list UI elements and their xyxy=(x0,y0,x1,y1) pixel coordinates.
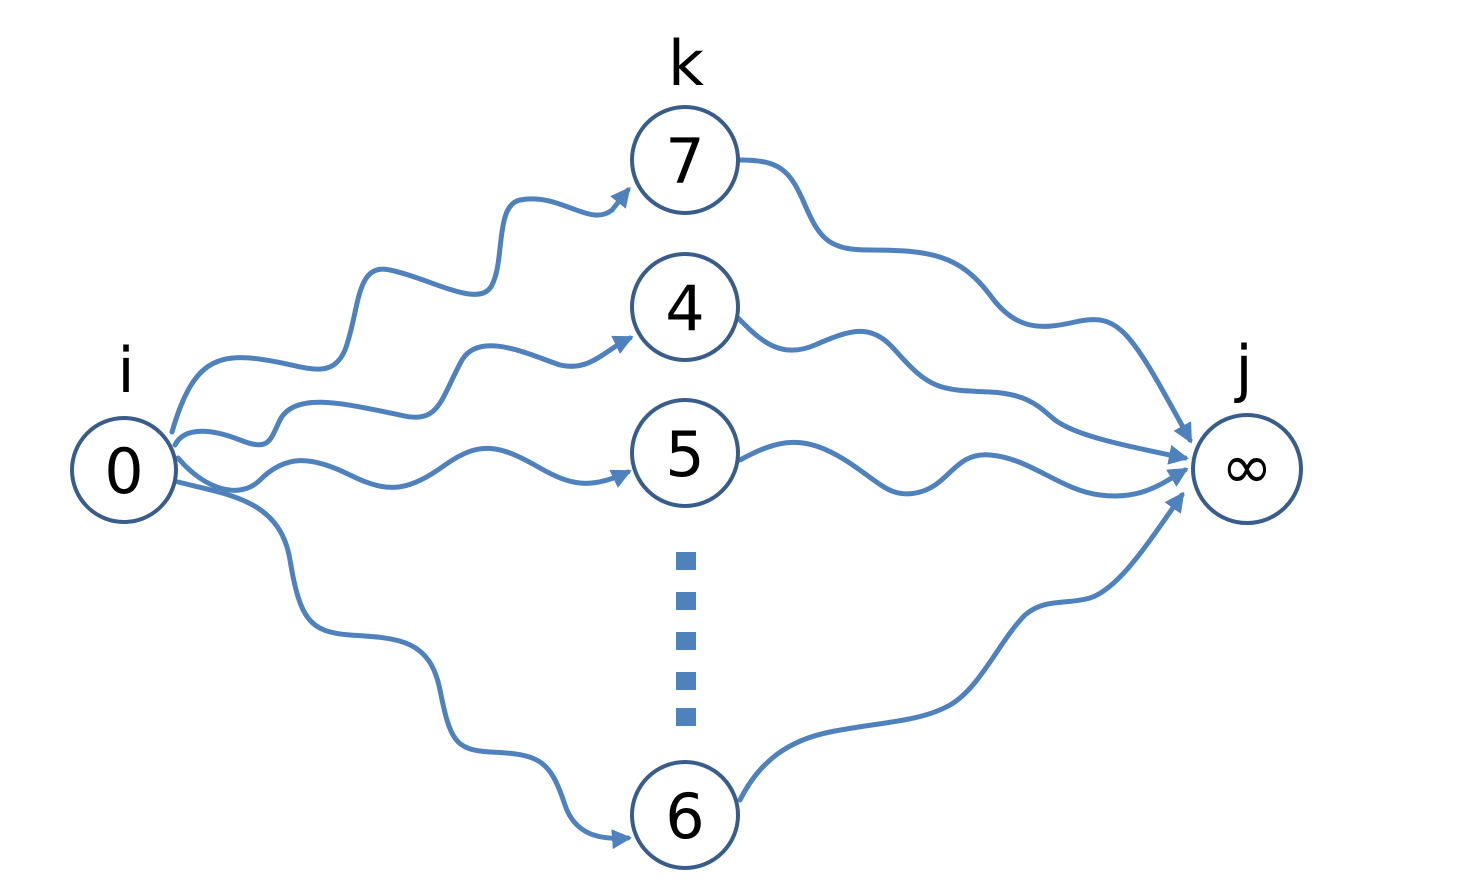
node-4-value: 4 xyxy=(665,272,704,345)
node-k-7-value: 7 xyxy=(665,125,704,198)
node-i: 0 xyxy=(70,416,178,524)
ellipsis-dots xyxy=(676,552,696,726)
edge-i-to-6 xyxy=(175,479,632,850)
edge-4-to-j xyxy=(735,315,1189,465)
node-6: 6 xyxy=(630,760,740,870)
node-6-value: 6 xyxy=(665,780,704,853)
node-5-value: 5 xyxy=(665,418,704,491)
node-k-7: 7 xyxy=(630,105,740,215)
node-k-label: k xyxy=(668,27,704,100)
node-4: 4 xyxy=(630,252,740,362)
edge-i-to-4 xyxy=(172,335,634,448)
edge-i-to-5 xyxy=(175,445,632,493)
node-i-value: 0 xyxy=(104,435,143,508)
node-5: 5 xyxy=(630,398,740,508)
edge-i-to-7 xyxy=(169,186,631,435)
edge-6-to-j xyxy=(737,491,1185,803)
edge-5-to-j xyxy=(737,439,1189,499)
edge-7-to-j xyxy=(737,157,1193,444)
node-j-value: ∞ xyxy=(1221,430,1273,503)
node-j: ∞ xyxy=(1191,413,1303,525)
node-i-label: i xyxy=(117,334,134,407)
node-j-label: j xyxy=(1233,332,1252,405)
